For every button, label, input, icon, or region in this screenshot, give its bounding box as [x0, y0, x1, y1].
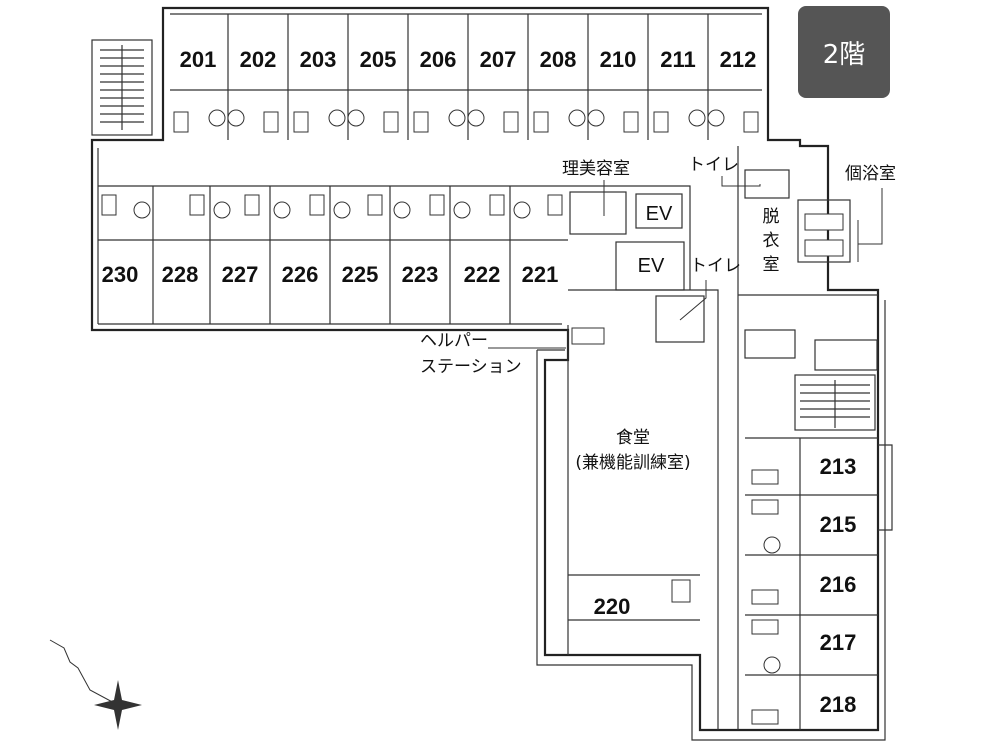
dining-label: 食堂 (兼機能訓練室): [575, 428, 690, 473]
room-216: 216: [820, 572, 857, 597]
room-226: 226: [282, 262, 319, 287]
room-215: 215: [820, 512, 857, 537]
room-213: 213: [820, 454, 857, 479]
room-230: 230: [102, 262, 139, 287]
dining-line-1: 食堂: [616, 428, 650, 448]
top-room-numbers: 201 202 203 205 206 207 208 210 211 212: [180, 47, 757, 72]
room-220: 220: [594, 594, 631, 619]
barber-room-label: 理美容室: [562, 159, 630, 179]
leader-lines: [488, 176, 883, 349]
west-room-numbers: 230 228 227 226 225 223 222 221: [102, 262, 559, 287]
dressing-char-2: 衣: [763, 231, 780, 251]
east-fixtures: [751, 469, 781, 725]
west-fixtures: [101, 194, 563, 219]
top-room-dividers: [170, 14, 762, 140]
room-203: 203: [300, 47, 337, 72]
stairs-northwest: [91, 39, 153, 136]
floor-label: 2階: [822, 39, 866, 70]
dressing-room-label: 脱 衣 室: [763, 207, 780, 275]
room-221: 221: [522, 262, 559, 287]
compass-icon: [49, 639, 142, 730]
room-223: 223: [402, 262, 439, 287]
stairs-east: [794, 374, 876, 431]
room-220-toilet: [671, 579, 691, 603]
core-area: [569, 169, 878, 371]
room-228: 228: [162, 262, 199, 287]
floor-badge: 2階: [798, 6, 890, 98]
west-room-dividers: [98, 186, 568, 324]
elevator-label-2: EV: [638, 255, 665, 277]
helper-station-label: ヘルパー ステーション: [420, 331, 522, 377]
room-208: 208: [540, 47, 577, 72]
top-fixtures: [173, 109, 759, 133]
room-202: 202: [240, 47, 277, 72]
toilet-label-south: トイレ: [690, 256, 741, 276]
room-225: 225: [342, 262, 379, 287]
east-room-numbers: 213 215 216 217 218: [820, 454, 857, 717]
dressing-char-1: 脱: [763, 207, 780, 227]
room-211: 211: [660, 47, 696, 72]
helper-station-line-2: ステーション: [420, 357, 522, 377]
room-218: 218: [820, 692, 857, 717]
room-206: 206: [420, 47, 457, 72]
room-217: 217: [820, 630, 857, 655]
private-bath-label: 個浴室: [845, 164, 896, 184]
room-201: 201: [180, 47, 217, 72]
helper-station-line-1: ヘルパー: [420, 331, 488, 351]
room-227: 227: [222, 262, 259, 287]
toilet-label-north: トイレ: [688, 155, 739, 175]
room-222: 222: [464, 262, 501, 287]
elevator-label-1: EV: [646, 203, 673, 225]
outer-walls: [90, 6, 886, 741]
dressing-char-3: 室: [763, 255, 780, 275]
room-212: 212: [720, 47, 757, 72]
helper-station-counter: [571, 327, 605, 345]
room-207: 207: [480, 47, 517, 72]
room-210: 210: [600, 47, 637, 72]
dining-line-2: (兼機能訓練室): [575, 453, 690, 473]
east-room-dividers: [745, 437, 893, 730]
room-205: 205: [360, 47, 397, 72]
